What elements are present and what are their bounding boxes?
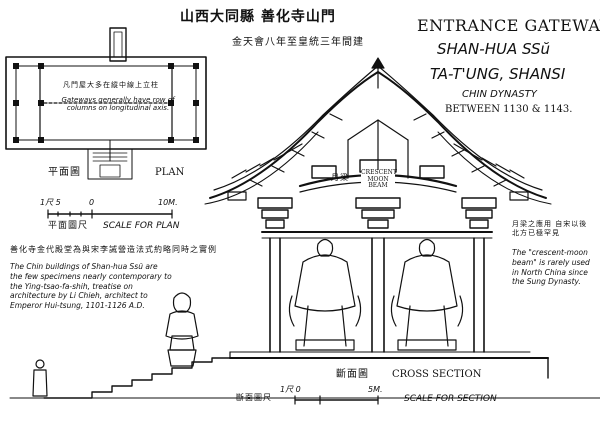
section-scale-chinese: 斷面圖尺 xyxy=(236,393,272,402)
plan-label-english: PLAN xyxy=(155,167,185,178)
crescent-note-chinese: 月梁之應用 自宋以後 北方已極罕見 xyxy=(512,220,588,238)
plan-scale-chinese: 平面圖尺 xyxy=(48,221,89,231)
chinese-date: 金天會八年至皇統三年間建 xyxy=(232,37,364,48)
dynasty-label: CHIN DYNASTY xyxy=(462,89,537,100)
plan-scale-tick-right: 10M. xyxy=(158,198,178,207)
crescent-beam-label: CRESCENT MOON BEAM xyxy=(361,169,397,190)
guardian-statue xyxy=(165,292,199,367)
plan-note-english: Gateways generally have row of columns o… xyxy=(61,96,175,113)
plan-scale-tick-left: 1尺 5 xyxy=(40,198,61,207)
section-label-english: CROSS SECTION xyxy=(392,369,482,380)
chinese-title: 山西大同縣 善化寺山門 xyxy=(180,9,336,25)
section-scale-english: SCALE FOR SECTION xyxy=(404,394,497,404)
title-line-2: SHAN-HUA SSŭ xyxy=(437,40,550,58)
plan-scale-english: SCALE FOR PLAN xyxy=(103,221,180,231)
floor-plan xyxy=(5,27,207,219)
human-scale-figure xyxy=(32,359,48,397)
title-line-1: ENTRANCE GATEWAY xyxy=(417,16,600,35)
section-scale-bar xyxy=(294,395,379,405)
plan-scale-tick-zero: 0 xyxy=(89,198,95,207)
section-scale-tick-left: 1尺 0 xyxy=(280,385,301,394)
crescent-note-english: The "crescent-moon beam" is rarely used … xyxy=(512,248,590,287)
section-scale-tick-right: 5M. xyxy=(368,385,383,394)
cross-section xyxy=(9,57,600,399)
plan-label-chinese: 平面圖 xyxy=(48,167,81,178)
plan-note-chinese: 凡門屋大多在縱中線上立柱 xyxy=(63,81,159,89)
side-note-chinese: 善化寺金代殿堂為與宋李誡營造法式約略同時之實例 xyxy=(10,245,217,254)
section-label-chinese: 斷面圖 xyxy=(336,369,369,380)
side-note-english: The Chin buildings of Shan-hua Ssŭ are t… xyxy=(10,262,172,310)
dates-label: BETWEEN 1130 & 1143. xyxy=(445,104,573,115)
crescent-beam-chinese: 月梁 xyxy=(331,173,349,182)
title-line-3: TA-T'UNG, SHANSI xyxy=(430,65,566,83)
